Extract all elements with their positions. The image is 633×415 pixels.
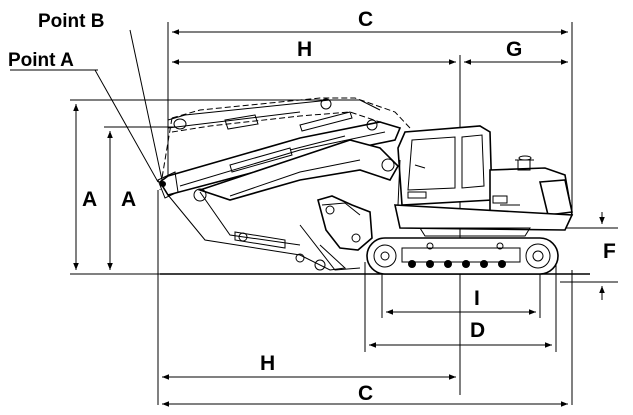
- dim-a-inner-label: A: [121, 188, 136, 211]
- crawler-track: [366, 237, 559, 275]
- upper-frame: [393, 204, 574, 237]
- point-a-leader: [94, 69, 159, 183]
- track-rollers: [408, 242, 506, 268]
- dimension-lines: [73, 29, 605, 407]
- dim-f-label: F: [603, 240, 616, 263]
- boom-arm: [157, 111, 402, 271]
- point-a-label: Point A: [8, 50, 74, 71]
- dim-d-label: D: [470, 319, 485, 342]
- point-b-label: Point B: [38, 11, 105, 32]
- bucket: [299, 195, 373, 271]
- dim-a-outer-label: A: [82, 188, 97, 211]
- dim-c-top-label: C: [358, 8, 373, 31]
- dim-h-bottom-label: H: [260, 352, 275, 375]
- operator-cab: [397, 125, 493, 206]
- raised-boom-outline: [159, 97, 411, 191]
- dim-h-top-label: H: [297, 38, 312, 61]
- point-b-leader: [129, 29, 163, 181]
- dim-g-label: G: [506, 38, 522, 61]
- dim-i-label: I: [474, 287, 480, 310]
- dim-c-bottom-label: C: [358, 382, 373, 405]
